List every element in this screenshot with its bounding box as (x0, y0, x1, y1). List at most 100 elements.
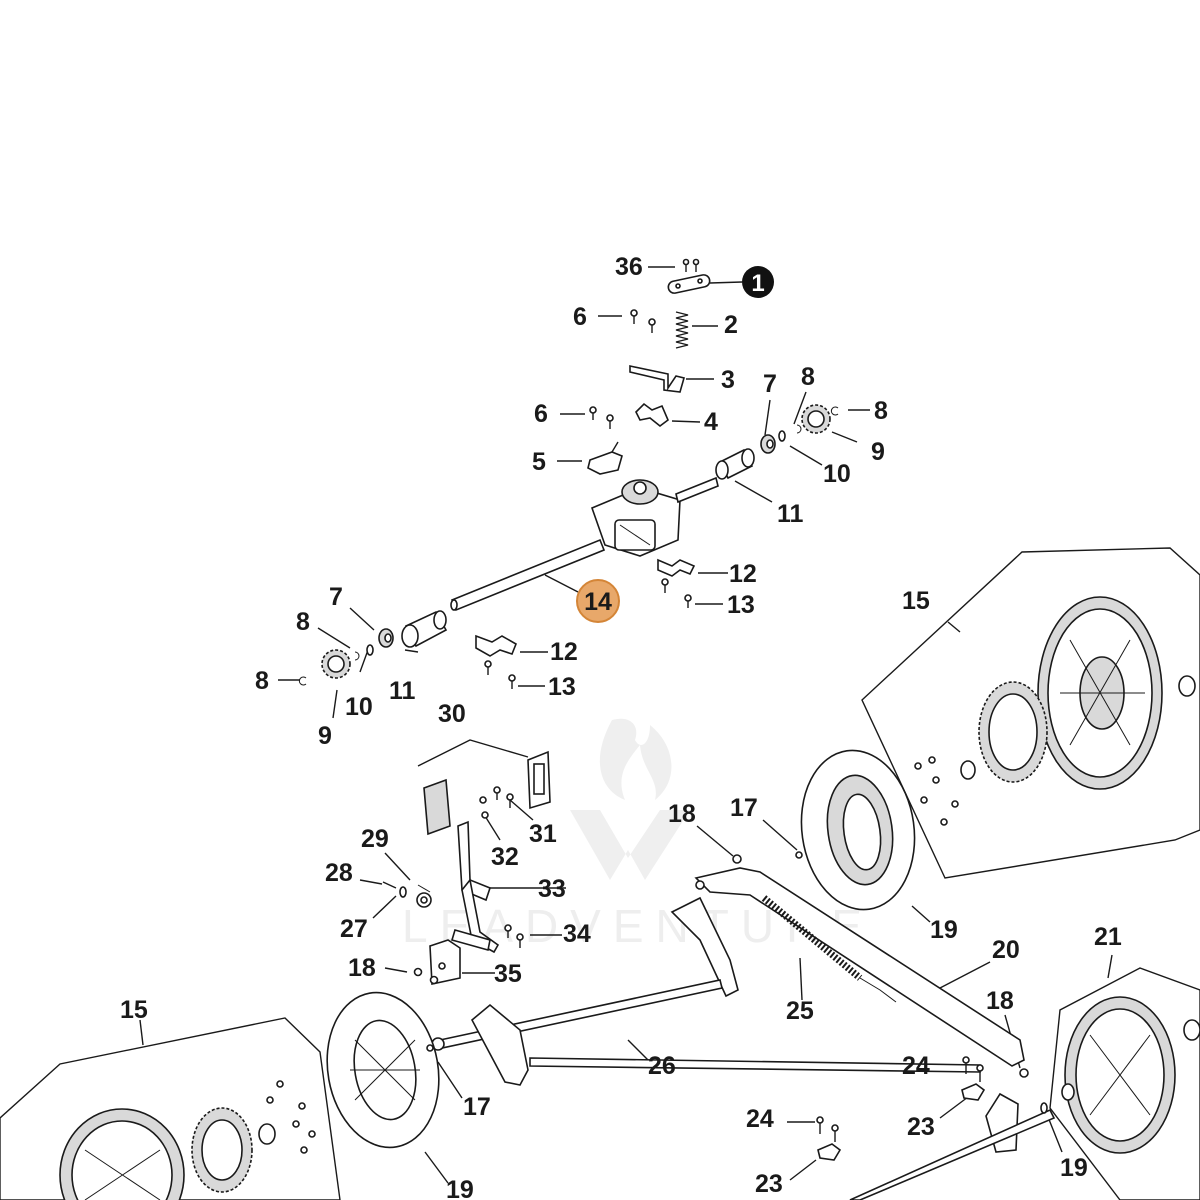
callout-17: 17 (463, 1093, 491, 1121)
part-bearing-7-right (760, 434, 776, 454)
callout-24: 24 (746, 1105, 774, 1133)
callout-19: 19 (446, 1176, 474, 1200)
part-spring-29 (416, 884, 432, 908)
callout-17: 17 (730, 794, 758, 822)
part-nut-18-upper (732, 854, 742, 864)
part-screws-6-top (630, 309, 656, 333)
callout-15: 15 (902, 587, 930, 615)
callout-8: 8 (255, 667, 269, 695)
callout-5: 5 (532, 448, 546, 476)
callout-32: 32 (491, 843, 519, 871)
callout-12: 12 (550, 638, 578, 666)
part-spring-2 (675, 311, 689, 349)
callout-4: 4 (704, 408, 718, 436)
part-hubcap-19-upper (795, 749, 916, 911)
callout-25: 25 (786, 997, 814, 1025)
gear-ring-right-top (978, 681, 1048, 783)
highlighted-part-14[interactable]: 14 (576, 579, 620, 623)
part-spring-25 (761, 895, 897, 1003)
part-screws-36 (682, 258, 700, 272)
washer-19-right (1040, 1102, 1048, 1114)
callout-19: 19 (1060, 1154, 1088, 1182)
callout-2: 2 (724, 311, 738, 339)
badge-part-1: 1 (742, 266, 774, 298)
wheel-right-bottom (1064, 996, 1176, 1154)
bearing-right-top (960, 675, 1196, 780)
part-bracket-5 (587, 441, 623, 475)
part-washers-32 (479, 796, 489, 819)
callout-8: 8 (801, 363, 815, 391)
part-nut-18-right (1019, 1068, 1029, 1078)
wheel-left-bottom (59, 1108, 185, 1200)
badge-label: 1 (751, 270, 764, 297)
part-axle-lower (849, 1108, 1056, 1200)
part-nuts-18-left (413, 967, 439, 985)
wheel-right-top (1037, 596, 1163, 790)
bushing-right-bottom (1183, 1019, 1200, 1041)
part-screws-34 (504, 924, 524, 948)
callout-7: 7 (329, 583, 343, 611)
callout-24: 24 (902, 1052, 930, 1080)
wheel-panel-21 (1040, 967, 1200, 1200)
callout-10: 10 (345, 693, 373, 721)
part-bushing-11-right (715, 448, 755, 480)
part-clips-23 (817, 1083, 986, 1161)
part-screws-13-left (484, 660, 516, 689)
wheel-panel-15-right (861, 547, 1200, 879)
callout-21: 21 (1094, 923, 1122, 951)
callout-3: 3 (721, 366, 735, 394)
part-lever-20 (694, 867, 1025, 1067)
callout-31: 31 (529, 820, 557, 848)
part-screws-6-mid (589, 406, 614, 429)
part-gear-9-left (298, 649, 360, 686)
highlight-circle (576, 579, 620, 623)
part-plate-1 (667, 274, 711, 294)
callout-29: 29 (361, 825, 389, 853)
part-axle-shaft (450, 476, 719, 612)
part-hubcap-19-lower (326, 991, 440, 1149)
part-screws-13-right (661, 578, 692, 608)
callout-33: 33 (538, 875, 566, 903)
callout-8: 8 (874, 397, 888, 425)
part-screws-31 (493, 786, 514, 808)
callout-6: 6 (573, 303, 587, 331)
callout-labels: 36 6 2 3 6 4 5 7 8 8 9 10 11 12 13 7 8 8… (120, 253, 1122, 1200)
part-bolts-24 (816, 1056, 984, 1142)
callout-6: 6 (534, 400, 548, 428)
callout-18: 18 (668, 800, 696, 828)
callout-19: 19 (930, 916, 958, 944)
callout-28: 28 (325, 859, 353, 887)
part-bracket-left-axle (670, 896, 739, 998)
part-gear-9-right (796, 404, 839, 434)
callout-13: 13 (548, 673, 576, 701)
part-washer-27 (399, 886, 407, 898)
screws-left-bottom (266, 1080, 316, 1154)
part-bracket-35 (429, 939, 461, 985)
callout-9: 9 (318, 722, 332, 750)
callout-34: 34 (563, 920, 591, 948)
part-bracket-26 (470, 1003, 529, 1086)
part-washer-10-right (778, 430, 786, 442)
callout-11: 11 (389, 677, 416, 705)
callout-18: 18 (986, 987, 1014, 1015)
wheel-panel-15-left (0, 1017, 341, 1200)
bearing-left-bottom (258, 1123, 276, 1145)
part-bracket-3 (629, 365, 685, 393)
callout-12: 12 (729, 560, 757, 588)
highlight-label: 14 (584, 588, 612, 616)
part-lever-33 (450, 820, 500, 954)
screws-right-top (914, 756, 959, 826)
gear-ring-left-bottom (191, 1107, 253, 1193)
leader-lines (139, 266, 1113, 1184)
part-clips-12-left (475, 634, 518, 657)
callout-23: 23 (755, 1170, 783, 1198)
part-washer-10-left (366, 644, 374, 656)
callout-23: 23 (907, 1113, 935, 1141)
callout-18: 18 (348, 954, 376, 982)
callout-20: 20 (992, 936, 1020, 964)
part-bracket-4 (635, 402, 669, 428)
callout-15: 15 (120, 996, 148, 1024)
badge-circle (742, 266, 774, 298)
part-pin-28 (382, 881, 397, 889)
